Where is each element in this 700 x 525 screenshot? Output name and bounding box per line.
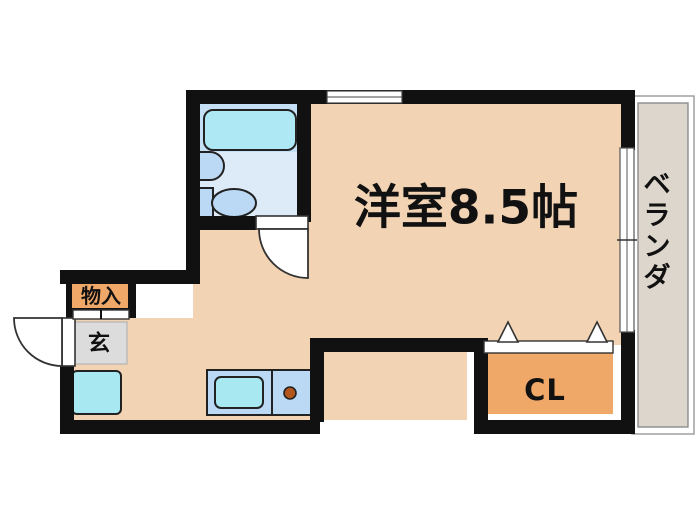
- bathroom-door[interactable]: [255, 215, 309, 279]
- wall-right-upper: [621, 90, 635, 150]
- wall-hall-right: [186, 226, 200, 284]
- wall-cl-bottom: [474, 420, 635, 434]
- wall-bath-bottom: [186, 216, 256, 230]
- veranda-label-char-3: ダ: [644, 262, 671, 294]
- main-room-window[interactable]: [326, 90, 403, 104]
- wall-cl-left: [474, 345, 488, 434]
- veranda-area: [631, 95, 695, 435]
- wall-kitchen-right: [310, 338, 324, 422]
- storage-label: 物入: [81, 284, 121, 308]
- closet-cl-label: CL: [524, 373, 566, 407]
- vanity-sink-icon: [196, 151, 225, 181]
- closet-door-marker-left: [496, 320, 520, 343]
- entrance-door[interactable]: [13, 317, 76, 367]
- gas-burner-icon: [283, 386, 297, 400]
- entry-washbasin-bowl: [71, 370, 122, 415]
- entrance-label: 玄: [88, 331, 110, 357]
- veranda-label-char-0: ベ: [644, 170, 671, 201]
- veranda-label: ベ ラ ン ダ: [644, 170, 671, 294]
- bathroom-door-panel: [255, 215, 309, 230]
- genkan-tile: [70, 321, 128, 365]
- veranda-label-char-2: ン: [644, 232, 671, 263]
- veranda-floor: [637, 102, 689, 428]
- wall-bath-left: [186, 90, 200, 230]
- storage-sliding-door[interactable]: [72, 309, 130, 320]
- wall-bottom: [60, 420, 320, 434]
- closet-cl-fill: [484, 352, 613, 414]
- wall-structure: [60, 90, 635, 434]
- entrance-door-swing-arc: [13, 317, 63, 367]
- closet-sliding-door[interactable]: [483, 320, 614, 354]
- wall-right-lower: [621, 330, 635, 434]
- toilet-bowl: [211, 188, 257, 218]
- entry-washbasin: [70, 369, 123, 416]
- veranda-sliding-door[interactable]: [617, 147, 637, 333]
- wall-top: [190, 90, 635, 104]
- bathroom-area: [196, 104, 303, 226]
- closet-door-panel: [483, 340, 614, 354]
- wall-room-cl: [310, 338, 488, 352]
- entrance-door-panel: [61, 317, 76, 367]
- closet-door-marker-right: [585, 320, 609, 343]
- wall-storage-top-band: [66, 276, 136, 282]
- wall-storage-right-band: [128, 276, 136, 318]
- wall-bath-right: [297, 90, 311, 222]
- kitchen-counter: [206, 369, 312, 416]
- kitchen-sink-icon: [214, 376, 264, 409]
- bathtub: [203, 109, 297, 151]
- storage-fill: [72, 279, 130, 312]
- bathroom-door-swing-arc: [258, 228, 309, 279]
- main-room-label: 洋室8.5帖: [354, 181, 578, 236]
- veranda-label-char-1: ラ: [644, 201, 671, 232]
- wall-storage-left-band: [66, 276, 72, 318]
